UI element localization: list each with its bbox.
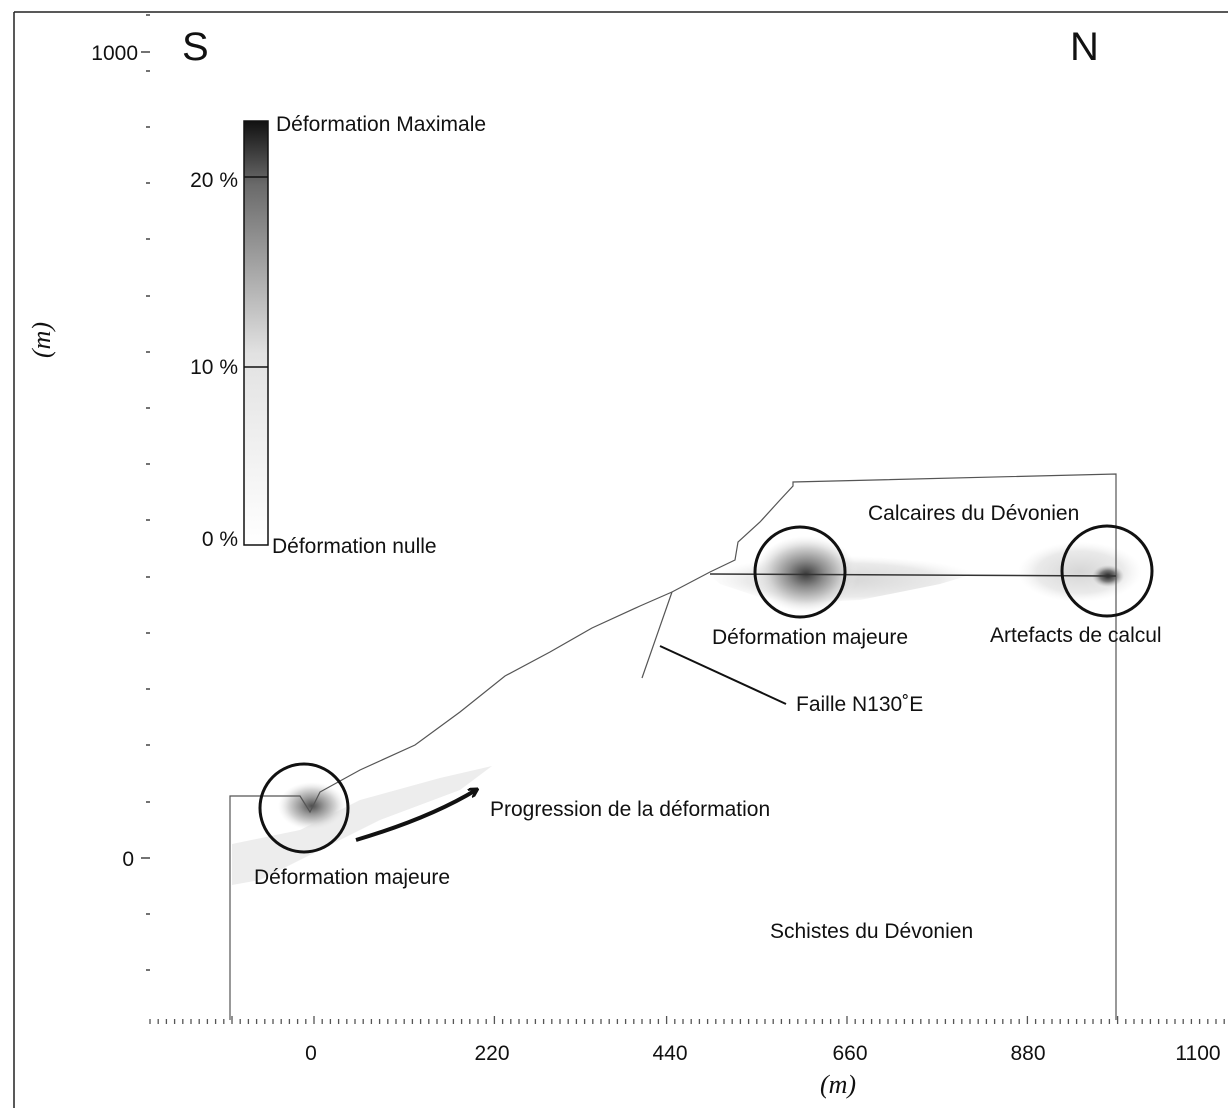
- progression-label: Progression de la déformation: [490, 798, 770, 821]
- south-label: S: [182, 25, 209, 69]
- fault-leader-line: [659, 645, 787, 705]
- legend-null-label: Déformation nulle: [272, 535, 437, 558]
- y-tick-1000: 1000: [91, 42, 138, 65]
- y-tick-0: 0: [122, 848, 134, 871]
- y-axis-unit: (m): [27, 322, 56, 358]
- cross-section-outline: [229, 473, 1117, 1020]
- x-tick-1100: 1100: [1175, 1042, 1220, 1065]
- x-tick-660: 660: [832, 1042, 867, 1065]
- major-deformation-top-label: Déformation majeure: [712, 626, 908, 649]
- schist-label: Schistes du Dévonien: [770, 920, 973, 943]
- highlight-circle-bottom: [258, 762, 350, 854]
- limestone-label: Calcaires du Dévonien: [868, 502, 1079, 525]
- highlight-circle-middle: [753, 525, 847, 619]
- x-tick-0: 0: [305, 1042, 317, 1065]
- legend-colorbar: [243, 120, 269, 546]
- legend-max-label: Déformation Maximale: [276, 113, 486, 136]
- major-deformation-bottom-label: Déformation majeure: [254, 866, 450, 889]
- x-tick-880: 880: [1010, 1042, 1045, 1065]
- north-label: N: [1070, 25, 1099, 69]
- x-axis: [149, 1016, 1225, 1024]
- highlight-circle-right: [1060, 524, 1154, 618]
- legend-tick-0: 0 %: [202, 528, 238, 551]
- deformation-zones: [232, 536, 1142, 885]
- progression-arrow: [355, 790, 476, 842]
- x-axis-unit: (m): [820, 1070, 856, 1099]
- y-axis: [141, 14, 150, 971]
- x-tick-440: 440: [652, 1042, 687, 1065]
- x-tick-220: 220: [474, 1042, 509, 1065]
- artefacts-label: Artefacts de calcul: [990, 624, 1162, 647]
- legend-tick-20: 20 %: [190, 169, 238, 192]
- fault-label: Faille N130˚E: [796, 693, 923, 716]
- legend-tick-10: 10 %: [190, 356, 238, 379]
